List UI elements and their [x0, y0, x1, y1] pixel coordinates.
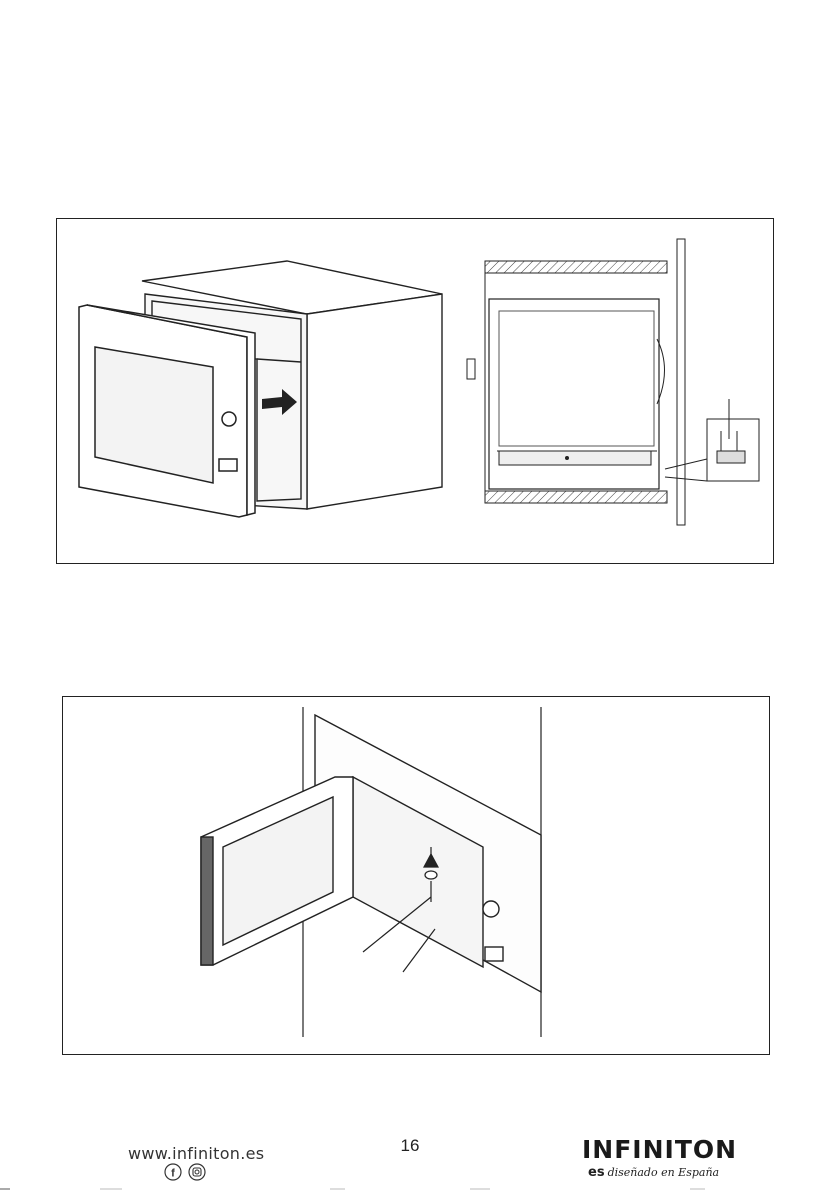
bottom-crop-marks	[0, 1186, 824, 1192]
figure-2-drawing	[63, 697, 769, 1054]
facebook-icon[interactable]: f	[164, 1163, 182, 1181]
brand-logo: INFINITON	[582, 1135, 737, 1164]
tagline-prefix: es	[588, 1165, 605, 1180]
page-number: 16	[395, 1136, 425, 1156]
instagram-icon[interactable]	[188, 1163, 206, 1181]
figure-slide-in-installation	[56, 218, 774, 564]
figure-1-drawing	[57, 219, 773, 563]
microwave-front	[79, 305, 255, 517]
tagline-text: diseñado en España	[608, 1166, 720, 1179]
figure-screw-fixing	[62, 696, 770, 1055]
website-link[interactable]: www.infiniton.es	[128, 1144, 264, 1163]
open-door	[201, 777, 353, 965]
svg-text:f: f	[171, 1168, 175, 1180]
cross-section	[467, 239, 685, 525]
